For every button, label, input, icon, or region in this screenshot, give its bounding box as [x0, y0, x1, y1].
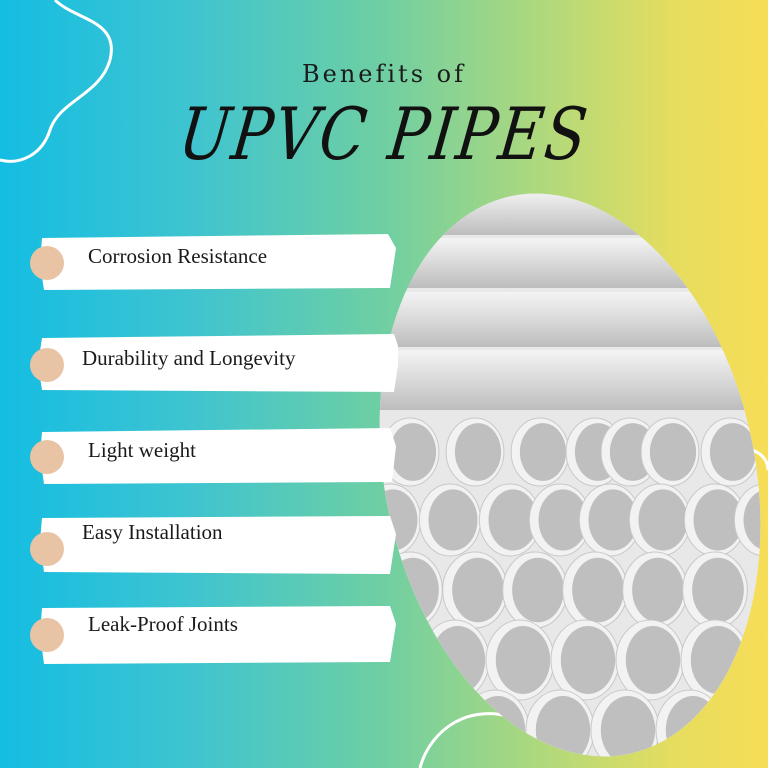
pipe-end-inner: [693, 489, 743, 551]
pipe-end-inner: [649, 423, 697, 481]
bullet-dot-icon: [30, 532, 64, 566]
pipe-end-inner: [495, 626, 551, 694]
benefit-label: Durability and Longevity: [82, 346, 296, 370]
pipe-end-inner: [405, 696, 461, 764]
benefit-item: Durability and Longevity: [30, 330, 398, 396]
pipe-end-inner: [452, 557, 504, 623]
pipe-end: [395, 689, 465, 768]
pipe-end-inner: [538, 489, 588, 551]
benefit-label: Light weight: [88, 438, 196, 462]
benefit-item: Easy Installation: [30, 512, 398, 578]
pipe-end-inner: [709, 423, 757, 481]
benefit-label: Corrosion Resistance: [88, 244, 268, 268]
pipe-end-inner: [535, 696, 591, 764]
bullet-dot-icon: [30, 348, 64, 382]
pipe-end-inner: [454, 423, 502, 481]
pipe-end-inner: [690, 626, 746, 694]
pipe-end-inner: [428, 489, 478, 551]
pipe-end-inner: [638, 489, 688, 551]
benefit-label: Leak-Proof Joints: [88, 612, 238, 636]
benefit-item: Corrosion Resistance: [30, 228, 398, 294]
pipe-end-inner: [488, 489, 538, 551]
pipes-photo: [355, 180, 768, 768]
pipe-end-inner: [572, 557, 624, 623]
pipe-end-inner: [692, 557, 744, 623]
pipe-end-inner: [665, 696, 721, 764]
title-subtitle: Benefits of: [302, 60, 466, 88]
pipe-end-inner: [519, 423, 567, 481]
benefit-item: Light weight: [30, 422, 398, 488]
pipe-end-inner: [625, 626, 681, 694]
pipe-end-inner: [389, 423, 437, 481]
benefit-label: Easy Installation: [82, 520, 223, 544]
bullet-dot-icon: [30, 440, 64, 474]
pipe-end-inner: [588, 489, 638, 551]
pipe-end-inner: [430, 626, 486, 694]
benefit-item: Leak-Proof Joints: [30, 600, 398, 666]
pipe-end-inner: [632, 557, 684, 623]
pipe-end-inner: [470, 696, 526, 764]
bullet-dot-icon: [30, 246, 64, 280]
squiggle-top-left: [0, 0, 113, 163]
bullet-dot-icon: [30, 618, 64, 652]
pipe-end-inner: [560, 626, 616, 694]
pipe-end-inner: [512, 557, 564, 623]
pipe-end-inner: [600, 696, 656, 764]
page-title: UPVC PIPES: [174, 93, 594, 177]
